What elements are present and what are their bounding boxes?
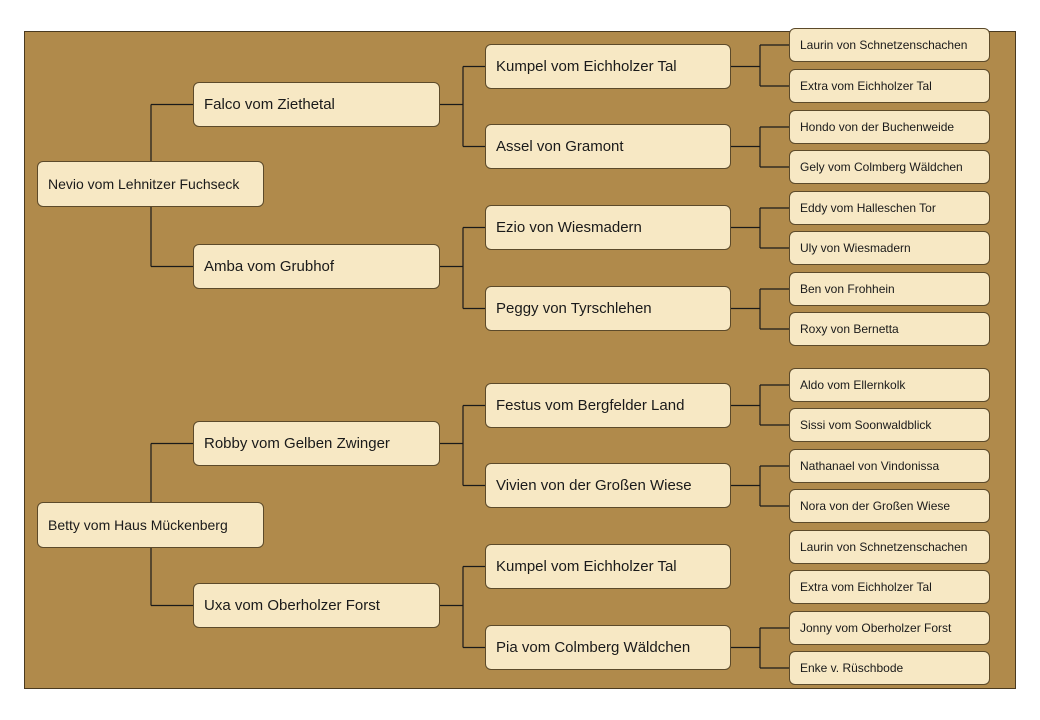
ggp-node-8: Pia vom Colmberg Wäldchen [485,625,731,670]
gggp-node-3: Hondo von der Buchenweide [789,110,990,144]
gggp-node-4: Gely vom Colmberg Wäldchen [789,150,990,184]
gggp-node-1: Laurin von Schnetzenschachen [789,28,990,62]
gggp-node-9: Aldo vom Ellernkolk [789,368,990,402]
ggp-node-4: Peggy von Tyrschlehen [485,286,731,331]
gggp-node-11: Nathanael von Vindonissa [789,449,990,483]
gggp-node-7: Ben von Frohhein [789,272,990,306]
gggp-node-2: Extra vom Eichholzer Tal [789,69,990,103]
gggp-node-15: Jonny vom Oberholzer Forst [789,611,990,645]
gggp-node-8: Roxy von Bernetta [789,312,990,346]
gggp-node-12: Nora von der Großen Wiese [789,489,990,523]
gggp-node-10: Sissi vom Soonwaldblick [789,408,990,442]
sire-dam-node: Amba vom Grubhof [193,244,440,289]
pedigree-panel: Nevio vom Lehnitzer Fuchseck Betty vom H… [24,28,1016,689]
ggp-node-6: Vivien von der Großen Wiese [485,463,731,508]
gggp-node-5: Eddy vom Halleschen Tor [789,191,990,225]
dam-sire-node: Robby vom Gelben Zwinger [193,421,440,466]
ggp-node-2: Assel von Gramont [485,124,731,169]
gggp-node-16: Enke v. Rüschbode [789,651,990,685]
ggp-node-5: Festus vom Bergfelder Land [485,383,731,428]
gggp-node-6: Uly von Wiesmadern [789,231,990,265]
ggp-node-7: Kumpel vom Eichholzer Tal [485,544,731,589]
ggp-node-1: Kumpel vom Eichholzer Tal [485,44,731,89]
sire-node: Nevio vom Lehnitzer Fuchseck [37,161,264,207]
dam-node: Betty vom Haus Mückenberg [37,502,264,548]
gggp-node-14: Extra vom Eichholzer Tal [789,570,990,604]
sire-sire-node: Falco vom Ziethetal [193,82,440,127]
dam-dam-node: Uxa vom Oberholzer Forst [193,583,440,628]
connector-lines [150,44,789,669]
gggp-node-13: Laurin von Schnetzenschachen [789,530,990,564]
ggp-node-3: Ezio von Wiesmadern [485,205,731,250]
